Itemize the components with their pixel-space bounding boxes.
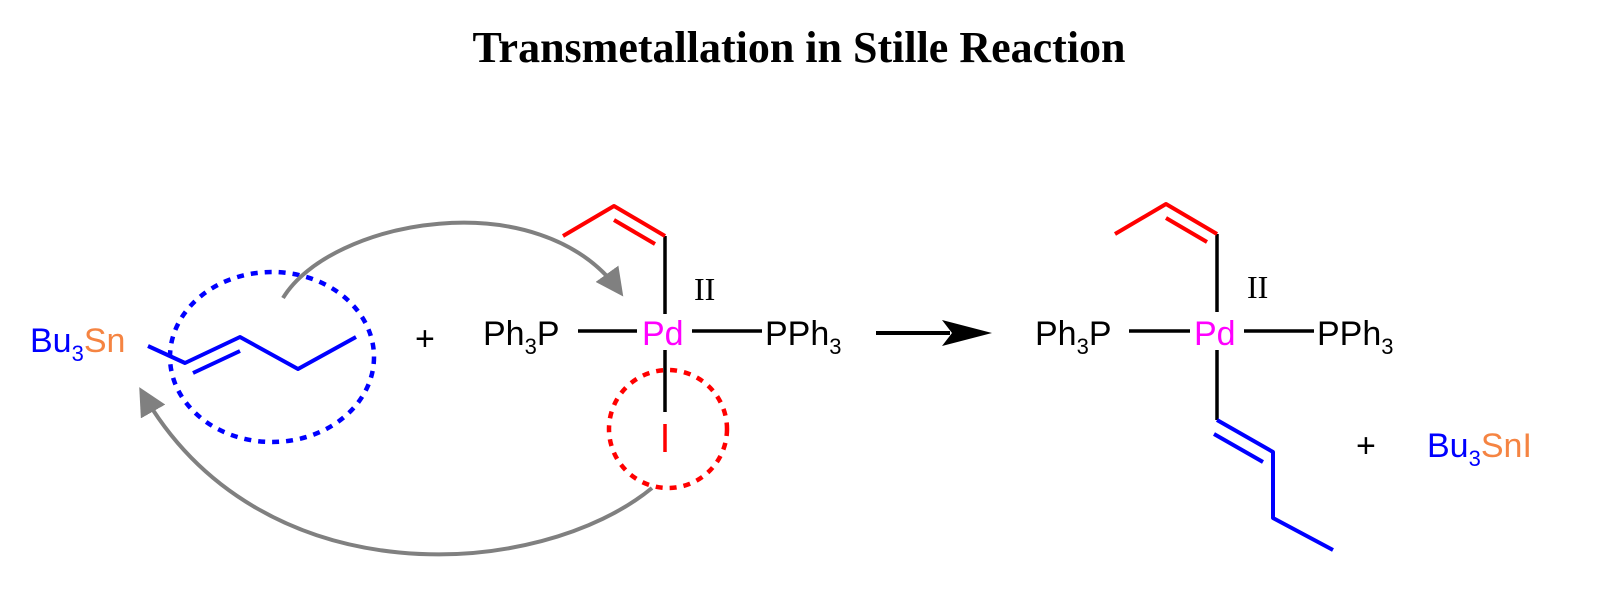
reactant-left-ligand-text: Ph bbox=[483, 315, 525, 353]
reactant-right-ligand: PPh3 bbox=[765, 315, 842, 359]
reactant-left-ligand-sub: 3 bbox=[525, 334, 537, 359]
reactant-left-ligand: Ph3P bbox=[483, 315, 560, 359]
product-vinyl-double-bond bbox=[1164, 216, 1209, 244]
byproduct-bu-text: Bu bbox=[1427, 427, 1469, 465]
byproduct-iodide-text: I bbox=[1522, 427, 1531, 465]
plus-sign-2: + bbox=[1356, 427, 1376, 465]
reactant-vinyl-group bbox=[561, 204, 667, 238]
stannane-subscript: 3 bbox=[72, 341, 84, 366]
reactant-right-ligand-text: PPh bbox=[765, 315, 829, 353]
product-right-ligand-sub: 3 bbox=[1381, 334, 1393, 359]
byproduct-sn-text: Sn bbox=[1481, 427, 1523, 465]
stannane-bu-text: Bu bbox=[30, 322, 72, 360]
curved-arrow-to-pd bbox=[281, 220, 624, 300]
curved-arrow-to-sn bbox=[139, 387, 654, 557]
reactant-oxidation-state: II bbox=[694, 271, 715, 307]
byproduct-subscript: 3 bbox=[1469, 446, 1481, 471]
page-title: Transmetallation in Stille Reaction bbox=[472, 23, 1126, 72]
plus-sign-1: + bbox=[415, 320, 435, 358]
product-vinyl-group bbox=[1113, 202, 1219, 236]
migrating-group-dotted-circle bbox=[167, 269, 377, 445]
reactant-iodide-label: I bbox=[0, 0, 9, 8]
product-butenyl-chain bbox=[1216, 418, 1334, 552]
stannane-sn-text: Sn bbox=[84, 322, 126, 360]
iodide-dotted-circle bbox=[606, 367, 730, 491]
product-butenyl-double-bond bbox=[1213, 432, 1264, 464]
reactant-left-ligand-tail: P bbox=[537, 315, 560, 353]
butenyl-chain bbox=[147, 335, 357, 371]
product-right-ligand-text: PPh bbox=[1317, 315, 1381, 353]
reactant-pd-label: Pd bbox=[642, 315, 684, 353]
product-oxidation-state: II bbox=[1247, 269, 1268, 305]
reactant-right-ligand-sub: 3 bbox=[829, 334, 841, 359]
byproduct-label: Bu3SnI bbox=[1427, 427, 1532, 471]
product-left-ligand-tail: P bbox=[1089, 315, 1112, 353]
product-right-ligand: PPh3 bbox=[1317, 315, 1394, 359]
butenyl-double-bond bbox=[192, 349, 241, 375]
reactant-vinyl-double-bond bbox=[612, 218, 657, 246]
product-left-ligand: Ph3P bbox=[1035, 315, 1112, 359]
stannane-label: Bu3Sn bbox=[30, 322, 125, 366]
product-pd-label: Pd bbox=[1194, 315, 1236, 353]
reaction-arrow-head bbox=[942, 320, 992, 346]
product-left-ligand-sub: 3 bbox=[1077, 334, 1089, 359]
product-left-ligand-text: Ph bbox=[1035, 315, 1077, 353]
